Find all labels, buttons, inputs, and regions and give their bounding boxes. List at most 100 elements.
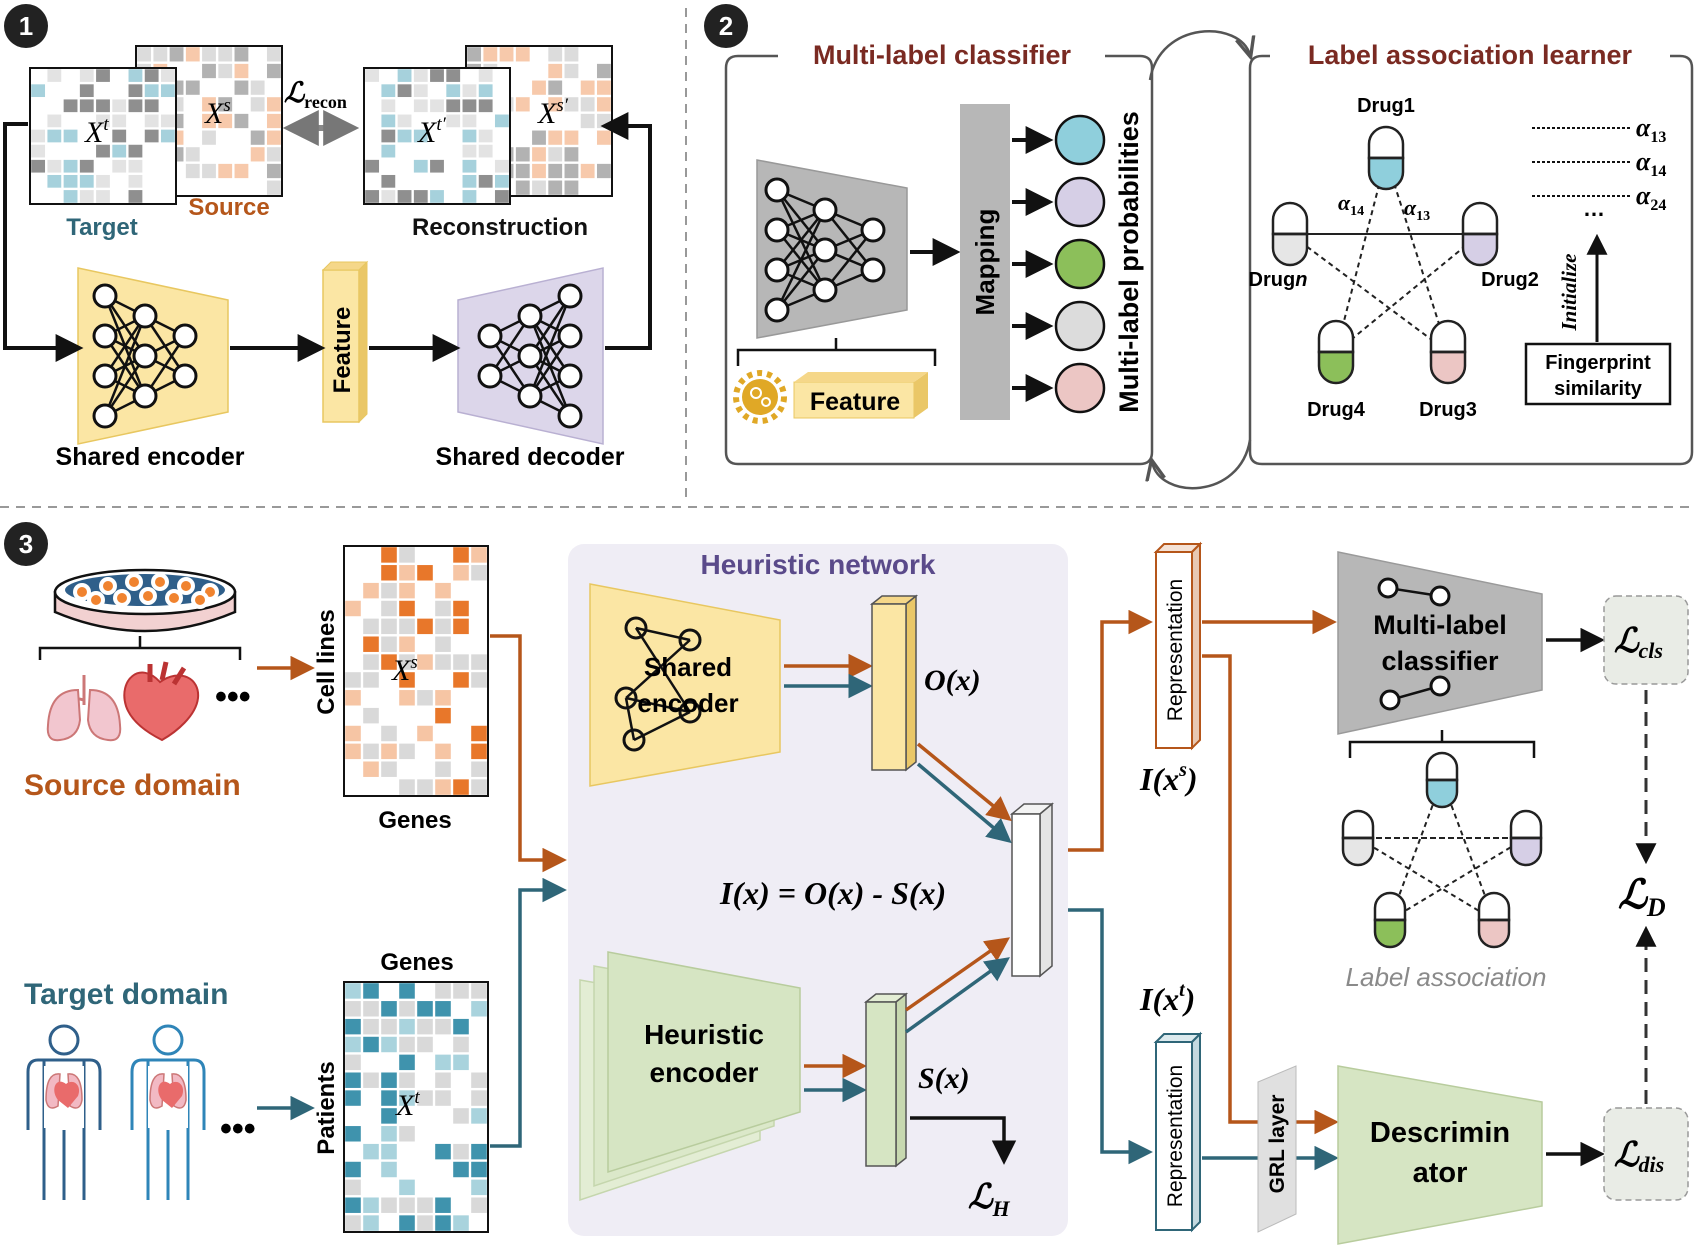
drug-label: Drug1 (1357, 95, 1415, 117)
panel-1: 1 Xt Xs Xt′ Xs′ ℒrecon Target Source Rec… (3, 4, 652, 471)
recon-target-cell (446, 69, 461, 82)
recon-target-symbol: Xt′ (417, 114, 447, 149)
recon-source-cell (548, 130, 563, 145)
classifier-box (724, 54, 1154, 466)
target-cell (144, 69, 159, 82)
recon-source-cell (564, 130, 579, 145)
source-cell (234, 113, 249, 129)
patient-cell (453, 1215, 469, 1231)
output-probability-node (1054, 238, 1106, 290)
recon-target-cell (381, 114, 396, 128)
patient-cell (399, 1197, 415, 1213)
output-probability-node (1054, 300, 1106, 352)
cell-line-cell (453, 547, 469, 563)
loss-cls-label: ℒcls (1614, 623, 1663, 663)
target-cell (160, 84, 175, 98)
recon-target-cell (365, 190, 380, 203)
recon-target-cell (462, 144, 477, 158)
source-matrix-symbol: Xs (204, 95, 231, 130)
target-cell (47, 114, 62, 128)
heuristic-network-title: Heuristic network (701, 549, 936, 580)
patient-cell (417, 1018, 433, 1035)
patient-cell (381, 1036, 397, 1053)
patient-cell (363, 983, 379, 999)
target-cell (79, 190, 94, 203)
cell-line-cell (381, 636, 397, 652)
patient-cell (417, 1036, 433, 1053)
target-cell (96, 99, 110, 113)
target-cell (96, 144, 110, 158)
source-cell (202, 113, 216, 129)
recon-target-cell (462, 174, 477, 188)
panel-badge-1 (4, 4, 48, 48)
cell-line-cell (399, 636, 415, 652)
o-x-bar (869, 594, 919, 772)
feature-label: Feature (329, 307, 356, 394)
shared-decoder-network-icon (477, 283, 583, 429)
cell-line-matrix-symbol: Xs (391, 652, 418, 687)
patient-cell (417, 1197, 433, 1213)
learner-title: Label association learner (1308, 40, 1633, 70)
recon-source-cell (564, 147, 579, 162)
patient-cell (345, 1036, 361, 1053)
target-cell (63, 129, 78, 143)
capsule-icon (1341, 809, 1375, 867)
target-cell (112, 159, 127, 173)
recon-target-cell (446, 99, 461, 113)
cell-line-cell (471, 654, 487, 670)
drug-label: Drug4 (1307, 399, 1366, 421)
recon-source-cell (596, 130, 611, 145)
capsule-icon (1373, 891, 1407, 949)
recon-target-cell (446, 84, 461, 98)
cell-line-cell (381, 654, 397, 670)
target-cell (160, 129, 175, 143)
target-cell (96, 114, 110, 128)
loss-d-label: ℒD (1618, 872, 1666, 922)
feature-bar (322, 269, 360, 423)
cell-line-cell (399, 672, 415, 688)
patient-matrix (343, 981, 489, 1233)
source-cell (169, 47, 184, 62)
source-cell (202, 97, 216, 112)
recon-target-cell (365, 159, 380, 173)
cell-line-cell (435, 636, 451, 652)
cell-line-cell (381, 743, 397, 760)
shared-encoder-line2: encoder (637, 688, 738, 718)
recon-source-cell (580, 80, 595, 95)
target-matrix (29, 67, 177, 205)
patient-cell (381, 1001, 397, 1017)
patient-cell (345, 1126, 361, 1142)
patients-label: Patients (313, 1061, 340, 1154)
alpha-weight-item: α13 (1636, 113, 1666, 146)
classifier-line2: classifier (1381, 646, 1499, 676)
drug-label: Drug3 (1419, 399, 1477, 421)
target-label: Target (66, 214, 138, 241)
classifier-title: Multi-label classifier (813, 40, 1072, 70)
source-cell (266, 63, 281, 79)
patient-cell (381, 1126, 397, 1142)
patient-cell (471, 1197, 487, 1213)
patient-cell (417, 1090, 433, 1106)
patient-cell (453, 1036, 469, 1053)
patient-cell (345, 1054, 361, 1071)
recon-source-cell (548, 80, 563, 95)
cell-line-cell (381, 547, 397, 563)
recon-source-cell (564, 97, 579, 112)
patient-cell (345, 1161, 361, 1178)
cell-line-cell (453, 600, 469, 617)
cell-line-cell (453, 654, 469, 670)
patient-cell (363, 1036, 379, 1053)
patient-cell (399, 1036, 415, 1053)
cell-line-cell (435, 761, 451, 777)
recon-source-cell (467, 47, 482, 62)
cell-line-cell (435, 690, 451, 706)
cell-line-cell (471, 743, 487, 760)
heuristic-encoder-line1: Heuristic (644, 1019, 764, 1050)
cell-line-cell (363, 618, 379, 635)
recon-source-symbol: Xs′ (537, 95, 569, 130)
source-rep-to-discriminator-arrow (1202, 654, 1339, 1135)
cell-line-cell (435, 600, 451, 617)
loss-dis-box (1603, 1107, 1689, 1201)
recon-source-cell (548, 97, 563, 112)
recon-loss-label: ℒrecon (284, 78, 347, 112)
